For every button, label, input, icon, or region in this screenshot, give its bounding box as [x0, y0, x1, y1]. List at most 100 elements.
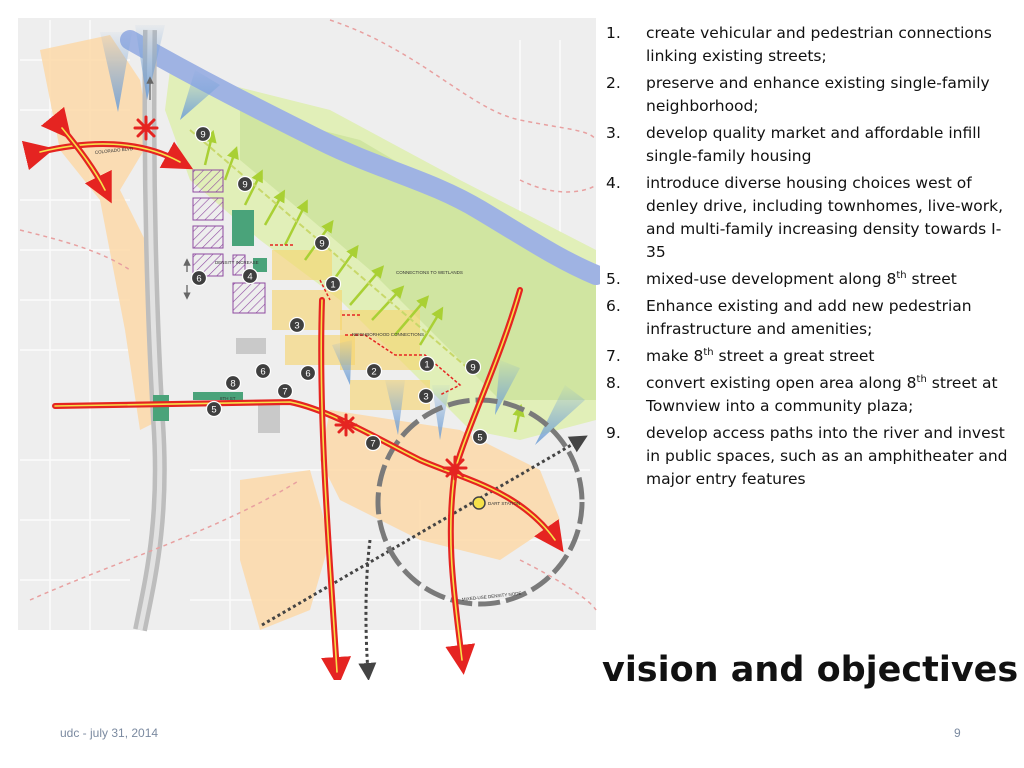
- objective-markers: 9 9 9 6 4 1 3 6 6 2 1 9 8 7 3 5 7 5: [190, 125, 489, 452]
- objective-marker: 9: [313, 234, 331, 252]
- objective-text: mixed-use development along 8: [646, 270, 897, 288]
- label-neighborhood-connections: NEIGHBORHOOD CONNECTIONS: [352, 332, 424, 337]
- objective-marker: 9: [194, 125, 212, 143]
- objective-marker-number: 5: [477, 433, 482, 444]
- greenway-path: [189, 129, 471, 371]
- objective-marker-number: 9: [242, 180, 247, 191]
- objective-text: introduce diverse housing choices west o…: [646, 174, 1004, 261]
- objective-marker-number: 8: [230, 379, 235, 390]
- objective-marker-circle: [365, 362, 383, 380]
- objective-marker-number: 3: [423, 392, 428, 403]
- objectives-list: 1.create vehicular and pedestrian connec…: [606, 22, 1016, 495]
- objective-item: 3. develop quality market and affordable …: [606, 122, 1016, 168]
- objective-marker: 6: [190, 269, 208, 287]
- objective-marker-number: 9: [200, 130, 205, 141]
- objective-item: 7. make 8th street a great street: [606, 345, 1016, 368]
- objective-superscript: th: [896, 269, 907, 281]
- objective-marker-circle: [418, 355, 436, 373]
- objective-text: street a great street: [713, 347, 875, 365]
- objective-marker: 5: [471, 428, 489, 446]
- objective-marker-circle: [254, 362, 272, 380]
- river: [120, 30, 600, 285]
- label-connections-wetlands: CONNECTIONS TO WETLANDS: [396, 270, 463, 275]
- objective-marker-circle: [324, 275, 342, 293]
- objective-marker-number: 7: [370, 439, 375, 450]
- objective-marker-number: 7: [282, 387, 287, 398]
- label-8th-street: 8TH ST: [220, 396, 236, 401]
- objective-item: 9.develop access paths into the river an…: [606, 422, 1016, 491]
- objective-number: 4.: [606, 174, 621, 192]
- objective-marker-number: 2: [371, 367, 376, 378]
- objective-item: 1.create vehicular and pedestrian connec…: [606, 22, 1016, 68]
- objective-text: make 8: [646, 347, 704, 365]
- objective-marker: 6: [299, 364, 317, 382]
- objective-superscript: th: [703, 346, 714, 358]
- objective-marker-number: 9: [319, 239, 324, 250]
- objective-marker: 9: [464, 358, 482, 376]
- objective-marker-circle: [241, 267, 259, 285]
- objective-item: 4. introduce diverse housing choices west…: [606, 172, 1016, 264]
- label-mixed-use-node: MIXED-USE DENSITY NODE: [462, 591, 522, 602]
- objective-marker-circle: [471, 428, 489, 446]
- objective-text: develop quality market and affordable in…: [646, 124, 981, 165]
- development-zone-core: [320, 410, 560, 560]
- connection-arrows: [203, 129, 525, 433]
- label-density-increase: DENSITY INCREASE: [215, 260, 259, 265]
- objective-marker-number: 6: [305, 369, 310, 380]
- objective-marker: 1: [418, 355, 436, 373]
- objective-marker: 5: [205, 400, 223, 418]
- objective-item: 8.convert existing open area along 8th s…: [606, 372, 1016, 418]
- objective-text: convert existing open area along 8: [646, 374, 917, 392]
- objective-item: 5. mixed-use development along 8th street: [606, 268, 1016, 291]
- objective-marker: 1: [324, 275, 342, 293]
- footer-page-number: 9: [954, 726, 961, 740]
- objective-marker-circle: [205, 400, 223, 418]
- objective-item: 6.Enhance existing and add new pedestria…: [606, 295, 1016, 341]
- objective-number: 7.: [606, 347, 621, 365]
- objective-number: 5.: [606, 270, 621, 288]
- objective-marker-number: 3: [294, 321, 299, 332]
- objective-text: preserve and enhance existing single-fam…: [646, 74, 990, 115]
- objective-number: 8.: [606, 374, 621, 392]
- label-colorado-blvd: COLORADO BLVD: [95, 146, 134, 155]
- rail-line: [261, 435, 588, 627]
- objective-marker: 8: [224, 374, 242, 392]
- objective-marker-number: 1: [330, 280, 335, 291]
- objective-number: 1.: [606, 24, 621, 42]
- gateway-markers: [133, 115, 468, 481]
- objective-marker-circle: [464, 358, 482, 376]
- development-zone-south: [240, 470, 330, 630]
- neighborhood-connection-arrows: [270, 244, 462, 396]
- slide-title: vision and objectives: [602, 650, 1019, 690]
- rail-branch: [358, 539, 377, 680]
- objective-marker-circle: [194, 125, 212, 143]
- buildings: [236, 338, 280, 433]
- density-arrows: [146, 76, 191, 300]
- objective-marker: 4: [241, 267, 259, 285]
- rail-station-marker: [472, 496, 486, 510]
- label-rail-station: DART STATION: [488, 501, 520, 506]
- objective-marker-circle: [190, 269, 208, 287]
- footer-date: udc - july 31, 2014: [60, 726, 159, 740]
- objective-text: Enhance existing and add new pedestrian …: [646, 297, 972, 338]
- boundary-lines: [19, 19, 597, 611]
- objective-item: 2.preserve and enhance existing single-f…: [606, 72, 1016, 118]
- objective-marker-number: 5: [211, 405, 216, 416]
- objective-marker-circle: [417, 387, 435, 405]
- objective-marker: 9: [236, 175, 254, 193]
- objective-marker: 7: [276, 382, 294, 400]
- objective-marker-number: 6: [260, 367, 265, 378]
- objective-marker: 2: [365, 362, 383, 380]
- viewshed-beams: [100, 25, 585, 445]
- objective-marker-number: 9: [470, 363, 475, 374]
- objective-marker-circle: [276, 382, 294, 400]
- objective-marker-number: 6: [196, 274, 201, 285]
- master-plan-map: COLORADO BLVD DENSITY INCREASE CONNECTIO…: [18, 18, 600, 680]
- objective-number: 3.: [606, 124, 621, 142]
- objective-text: street at Townview into a community plaz…: [646, 374, 998, 415]
- objective-marker-number: 4: [247, 272, 252, 283]
- objective-marker-circle: [313, 234, 331, 252]
- objective-text: street: [906, 270, 957, 288]
- objective-marker-circle: [224, 374, 242, 392]
- objective-marker-number: 1: [424, 360, 429, 371]
